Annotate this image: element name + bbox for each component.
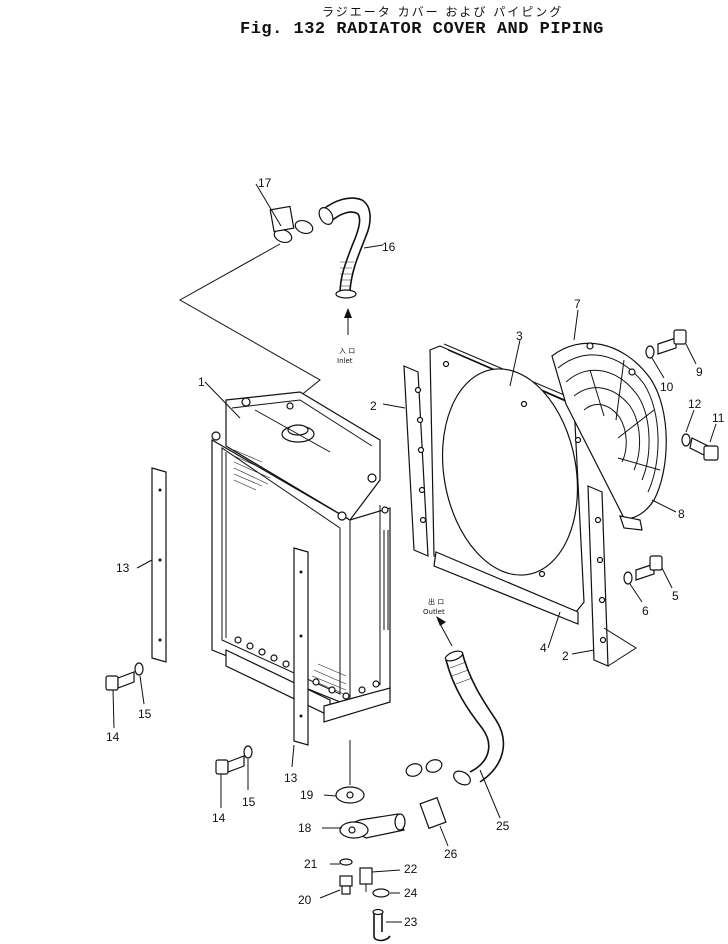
- callout-19: 19: [300, 788, 314, 802]
- side-cover-left: [151, 467, 167, 663]
- callout-8: 8: [678, 507, 685, 521]
- callout-2-upper: 2: [370, 399, 377, 413]
- callout-1: 1: [198, 375, 205, 389]
- callout-10: 10: [660, 380, 674, 394]
- callout-14-center: 14: [212, 811, 226, 825]
- lower-hose-clamp: [405, 759, 447, 830]
- bolt-left: [105, 671, 135, 691]
- shroud-bracket-right: [587, 485, 609, 667]
- callout-5: 5: [672, 589, 679, 603]
- lower-hose: [444, 650, 505, 786]
- shroud-bracket-left: [403, 365, 429, 557]
- callout-11: 11: [712, 411, 725, 425]
- washer-6: [623, 571, 633, 585]
- bolt-5: [635, 555, 663, 581]
- callout-26: 26: [444, 847, 458, 861]
- washer-21: [339, 858, 353, 866]
- side-cover-center: [293, 547, 309, 746]
- callout-6: 6: [642, 604, 649, 618]
- callout-3: 3: [516, 329, 523, 343]
- callout-13-left: 13: [116, 561, 130, 575]
- outlet-pipe: [339, 813, 406, 839]
- callout-2-lower: 2: [562, 649, 569, 663]
- bolt-9: [657, 329, 687, 355]
- callout-24: 24: [404, 886, 418, 900]
- callout-23: 23: [404, 915, 418, 929]
- bolt-center: [215, 755, 245, 775]
- hose-clip: [372, 888, 390, 898]
- callout-14-left: 14: [106, 730, 120, 744]
- bolt-11: [689, 437, 719, 461]
- callout-18: 18: [298, 821, 312, 835]
- callout-20: 20: [298, 893, 312, 907]
- washer-center: [243, 745, 253, 759]
- figure-title: Fig. 132 RADIATOR COVER AND PIPING: [240, 20, 604, 39]
- outlet-label-jp: 出 ロ: [428, 597, 444, 606]
- inlet-label: Inlet: [337, 357, 353, 365]
- fan-guard: [551, 342, 667, 531]
- upper-hose-clamp: [269, 205, 314, 244]
- callout-25: 25: [496, 819, 510, 833]
- callout-13-center: 13: [284, 771, 298, 785]
- washer-10: [645, 345, 655, 359]
- callout-17: 17: [258, 176, 272, 190]
- callout-15-left: 15: [138, 707, 152, 721]
- washer-12: [681, 433, 691, 447]
- outlet-label: Outlet: [423, 608, 445, 616]
- gasket: [335, 786, 365, 804]
- drain-plug: [339, 875, 353, 895]
- drain-hose: [372, 908, 391, 942]
- inlet-label-jp: 入 ロ: [339, 347, 355, 355]
- figure-title-japanese: ラジエータ カバー および パイピング: [322, 5, 564, 19]
- callout-16: 16: [382, 240, 396, 254]
- fan-shroud: [429, 343, 585, 625]
- washer-left: [134, 662, 144, 676]
- callout-9: 9: [696, 365, 703, 379]
- callout-21: 21: [304, 857, 318, 871]
- callout-4: 4: [540, 641, 547, 655]
- drain-valve: [359, 867, 373, 892]
- callout-15-center: 15: [242, 795, 256, 809]
- upper-hose: [318, 197, 371, 299]
- callout-22: 22: [404, 862, 418, 876]
- callout-7: 7: [574, 297, 581, 311]
- callout-12: 12: [688, 397, 702, 411]
- radiator: [211, 391, 391, 723]
